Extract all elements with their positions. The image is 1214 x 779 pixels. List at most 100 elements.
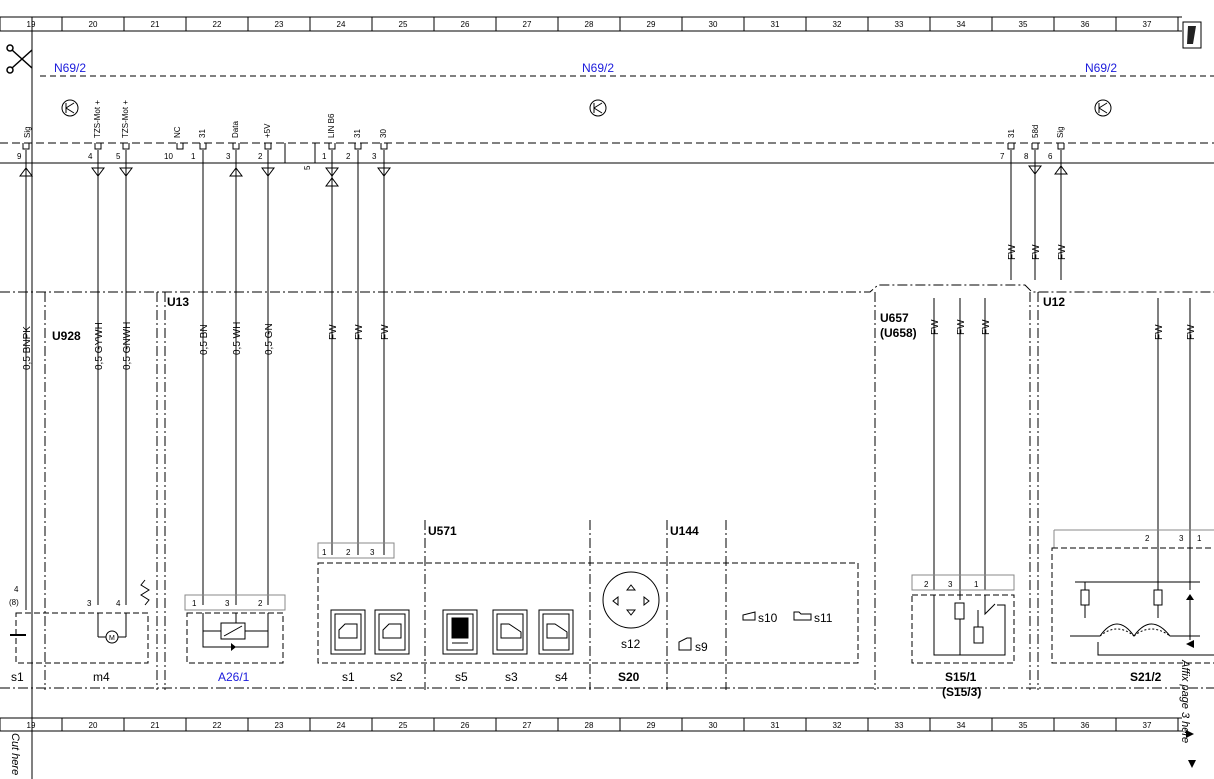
svg-text:FW: FW bbox=[354, 324, 365, 340]
svg-text:(8): (8) bbox=[9, 598, 19, 607]
ruler-number: 25 bbox=[399, 20, 408, 29]
svg-text:2: 2 bbox=[1145, 534, 1150, 543]
svg-text:1: 1 bbox=[974, 580, 979, 589]
module-u571: U571 bbox=[428, 524, 457, 538]
module-u658: (U658) bbox=[880, 326, 917, 340]
pin-stub bbox=[22, 143, 30, 150]
svg-text:3: 3 bbox=[370, 548, 375, 557]
pin-stub bbox=[354, 143, 362, 150]
ruler-number: 24 bbox=[337, 721, 346, 730]
label-s21-2: S21/2 bbox=[1130, 670, 1162, 684]
s21-2-component: 2 3 1 bbox=[1051, 529, 1214, 664]
label-s3: s3 bbox=[505, 670, 518, 684]
ruler-number: 31 bbox=[771, 20, 780, 29]
window-switch-icon-s3 bbox=[492, 609, 528, 655]
module-u657: U657 bbox=[880, 311, 909, 325]
page-marker-icon bbox=[1182, 21, 1202, 49]
ruler-number: 26 bbox=[461, 20, 470, 29]
ruler-number: 23 bbox=[275, 20, 284, 29]
wire-color-labels: 0,5 BNPK 0,5 GYWH 0,5 GNWH 0,5 BN 0,5 WH… bbox=[22, 319, 1197, 370]
window-switch-icon-s4 bbox=[538, 609, 574, 655]
ruler-number: 34 bbox=[957, 721, 966, 730]
pin-num: 10 bbox=[164, 152, 173, 161]
s11-icon bbox=[793, 611, 812, 621]
pin-label: 30 bbox=[379, 129, 388, 138]
svg-text:3: 3 bbox=[87, 599, 92, 608]
label-s12: s12 bbox=[621, 637, 641, 651]
transistor-icon-right bbox=[1094, 99, 1112, 117]
pin-num: 7 bbox=[1000, 152, 1005, 161]
ruler-number: 29 bbox=[647, 20, 656, 29]
pin-stub bbox=[1057, 143, 1065, 150]
ruler-number: 24 bbox=[337, 20, 346, 29]
label-s5: s5 bbox=[455, 670, 468, 684]
a26-1-component: 1 3 2 bbox=[184, 594, 286, 664]
pin-num: 9 bbox=[17, 152, 22, 161]
pin-stub bbox=[122, 143, 130, 150]
transistor-icon-left bbox=[61, 99, 79, 117]
pin-stub bbox=[176, 143, 184, 150]
ruler-number: 30 bbox=[709, 721, 718, 730]
ruler-number: 32 bbox=[833, 20, 842, 29]
svg-text:1: 1 bbox=[322, 548, 327, 557]
svg-text:FW: FW bbox=[1154, 324, 1165, 340]
module-boundaries bbox=[44, 292, 1039, 690]
ruler-number: 26 bbox=[461, 721, 470, 730]
svg-text:0,5 GNWH: 0,5 GNWH bbox=[122, 322, 133, 370]
pin-num: 8 bbox=[1024, 152, 1029, 161]
pin-stub bbox=[1007, 143, 1015, 150]
pin-num: 4 bbox=[88, 152, 93, 161]
label-s9: s9 bbox=[695, 640, 708, 654]
module-u928: U928 bbox=[52, 329, 81, 343]
label-s1-left: s1 bbox=[11, 670, 24, 684]
pin-label: 31 bbox=[198, 129, 207, 138]
pins-right: 7 31 8 58d 6 Sig bbox=[1000, 125, 1065, 161]
svg-text:0,5 GYWH: 0,5 GYWH bbox=[94, 322, 105, 370]
svg-text:5: 5 bbox=[303, 165, 312, 170]
svg-text:2: 2 bbox=[924, 580, 929, 589]
module-u144: U144 bbox=[670, 524, 699, 538]
pin-num: 2 bbox=[258, 152, 263, 161]
label-s20: S20 bbox=[618, 670, 640, 684]
ruler-number: 36 bbox=[1081, 721, 1090, 730]
motor-icon bbox=[105, 630, 119, 644]
ruler-number: 23 bbox=[275, 721, 284, 730]
pin-stub bbox=[232, 143, 240, 150]
svg-text:0,5 BN: 0,5 BN bbox=[199, 324, 210, 355]
n69-label-right: N69/2 bbox=[1085, 61, 1117, 75]
pin-label: 58d bbox=[1031, 125, 1040, 138]
svg-text:FW: FW bbox=[981, 319, 992, 335]
label-s11: s11 bbox=[814, 611, 833, 625]
ruler-number: 20 bbox=[89, 721, 98, 730]
n69-label-mid: N69/2 bbox=[582, 61, 614, 75]
svg-text:FW: FW bbox=[1007, 244, 1018, 260]
pin-num: 3 bbox=[372, 152, 377, 161]
pins-mid: 5 1 LIN B6 2 31 3 30 bbox=[303, 113, 388, 170]
pin-stub bbox=[380, 143, 388, 150]
svg-text:FW: FW bbox=[1031, 244, 1042, 260]
pin-label: Sig bbox=[1056, 126, 1065, 138]
ruler-number: 37 bbox=[1143, 721, 1152, 730]
pin-stub bbox=[199, 143, 207, 150]
switch-buttons bbox=[330, 609, 574, 655]
ruler-number: 27 bbox=[523, 721, 532, 730]
svg-text:1: 1 bbox=[1197, 534, 1202, 543]
pin-label: NC bbox=[173, 126, 182, 138]
svg-text:0,5 GN: 0,5 GN bbox=[264, 323, 275, 355]
svg-text:3: 3 bbox=[225, 599, 230, 608]
pin-num: 2 bbox=[346, 152, 351, 161]
ruler-number: 27 bbox=[523, 20, 532, 29]
pins-left: 9 Sig 4 TZS-Mot + 5 TZS-Mot + 10 NC 1 31… bbox=[17, 100, 272, 161]
pin-num: 1 bbox=[191, 152, 196, 161]
svg-text:FW: FW bbox=[380, 324, 391, 340]
scissors-icon bbox=[6, 44, 33, 74]
child-lock-icon-s5 bbox=[442, 609, 478, 655]
label-s15-1: S15/1 bbox=[945, 670, 977, 684]
s15-1-switch: 2 3 1 bbox=[911, 574, 1015, 664]
svg-text:2: 2 bbox=[258, 599, 263, 608]
pin-stub bbox=[94, 143, 102, 150]
label-s15-3: (S15/3) bbox=[942, 685, 981, 699]
n69-label-left: N69/2 bbox=[54, 61, 86, 75]
